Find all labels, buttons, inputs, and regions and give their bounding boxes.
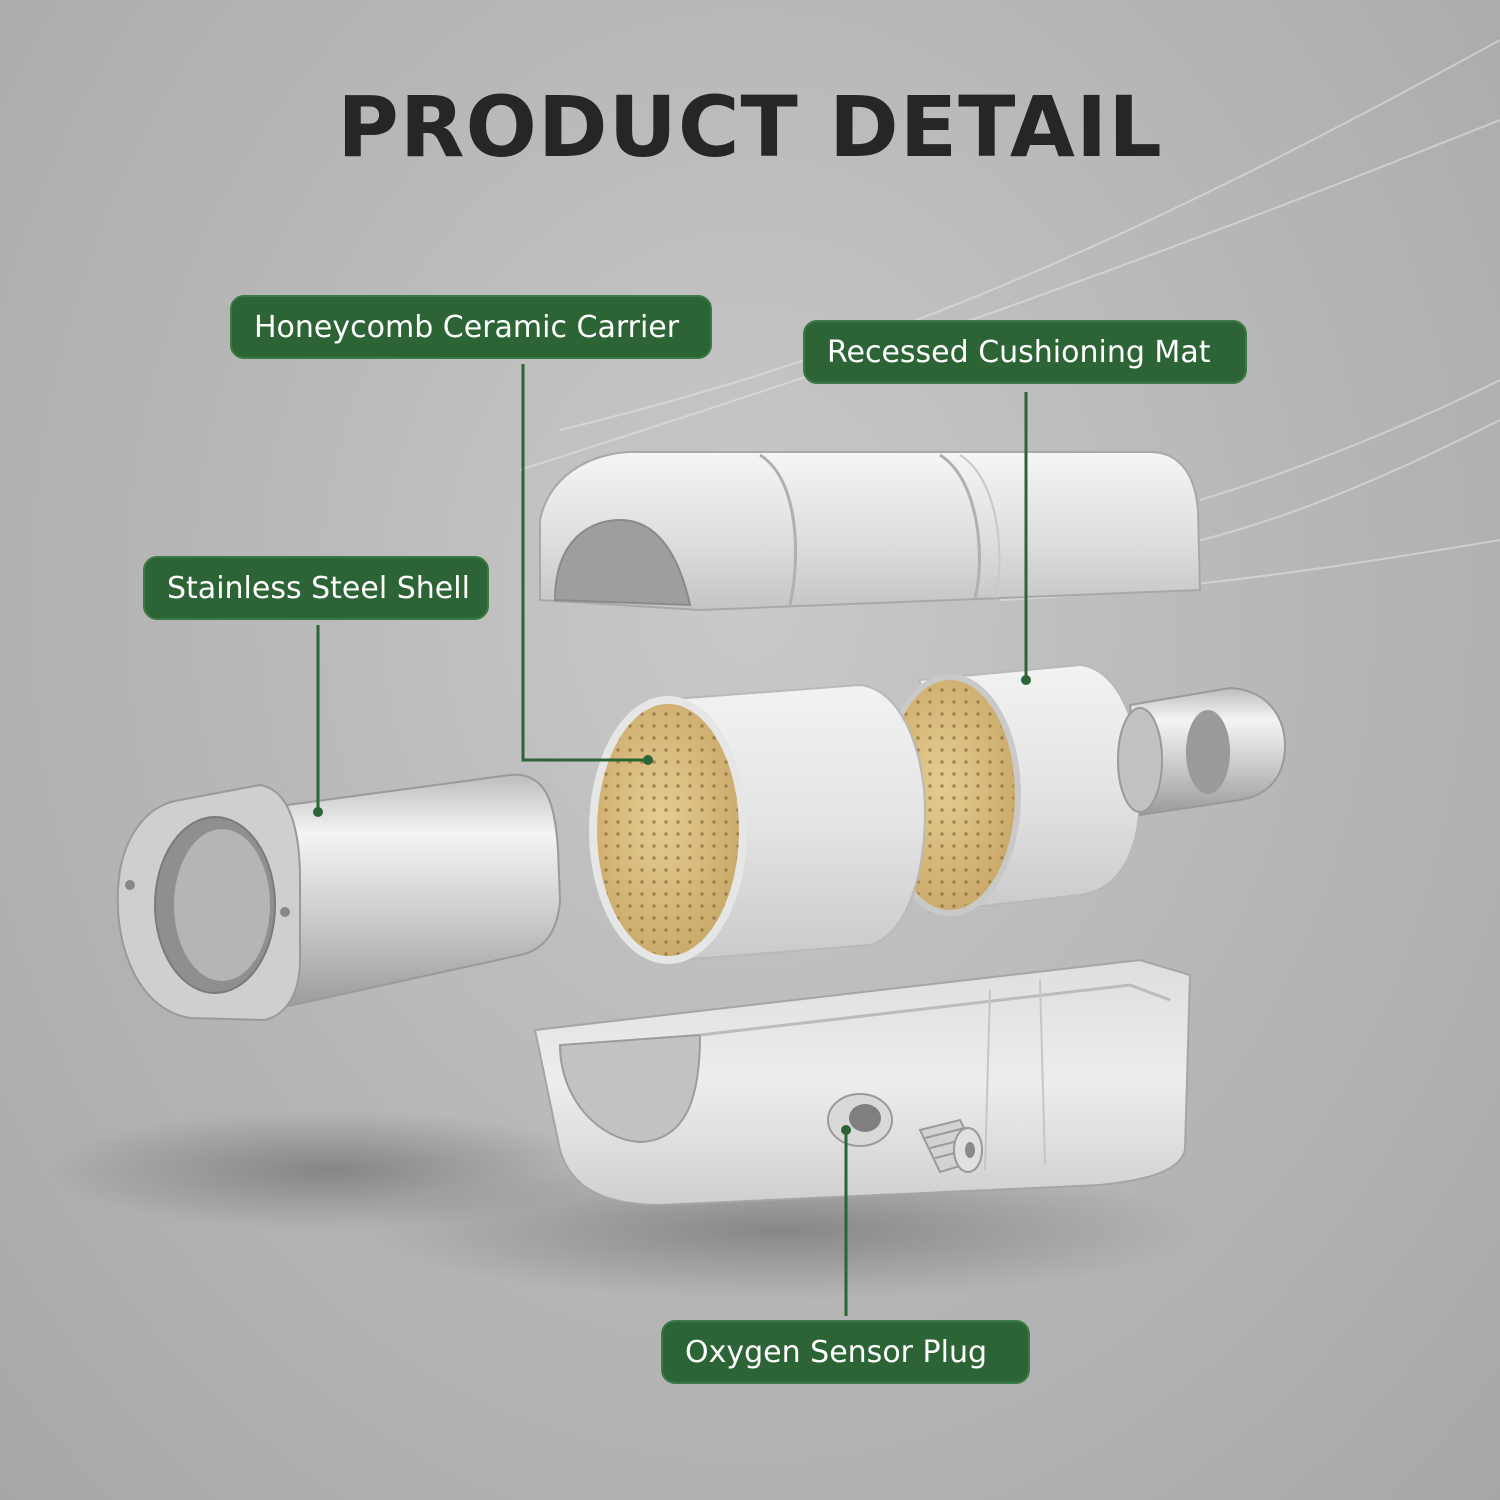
leader-honeycomb	[521, 364, 648, 762]
page-title: PRODUCT DETAIL	[337, 78, 1163, 176]
tray-shadow	[360, 1160, 1200, 1300]
dot-cushion	[1021, 675, 1031, 685]
label-stainless-steel-shell: Stainless Steel Shell	[143, 556, 489, 620]
bottom-housing-tray	[533, 958, 1192, 1207]
oxygen-sensor-plug-bolt	[918, 1118, 983, 1174]
outlet-pipe	[1117, 686, 1287, 817]
dot-shell	[313, 807, 323, 817]
inlet-pipe-with-flange	[116, 773, 562, 1022]
top-cover-shell	[539, 450, 1202, 612]
label-honeycomb-ceramic-carrier: Honeycomb Ceramic Carrier	[230, 295, 712, 359]
callout-dots	[313, 675, 1031, 1135]
label-oxygen-sensor-plug: Oxygen Sensor Plug	[661, 1320, 1030, 1384]
dot-honeycomb	[643, 755, 653, 765]
ceramic-substrate-front	[589, 683, 927, 964]
dot-oxygen	[841, 1125, 851, 1135]
label-recessed-cushioning-mat: Recessed Cushioning Mat	[803, 320, 1247, 384]
callout-lines	[316, 364, 1028, 1316]
